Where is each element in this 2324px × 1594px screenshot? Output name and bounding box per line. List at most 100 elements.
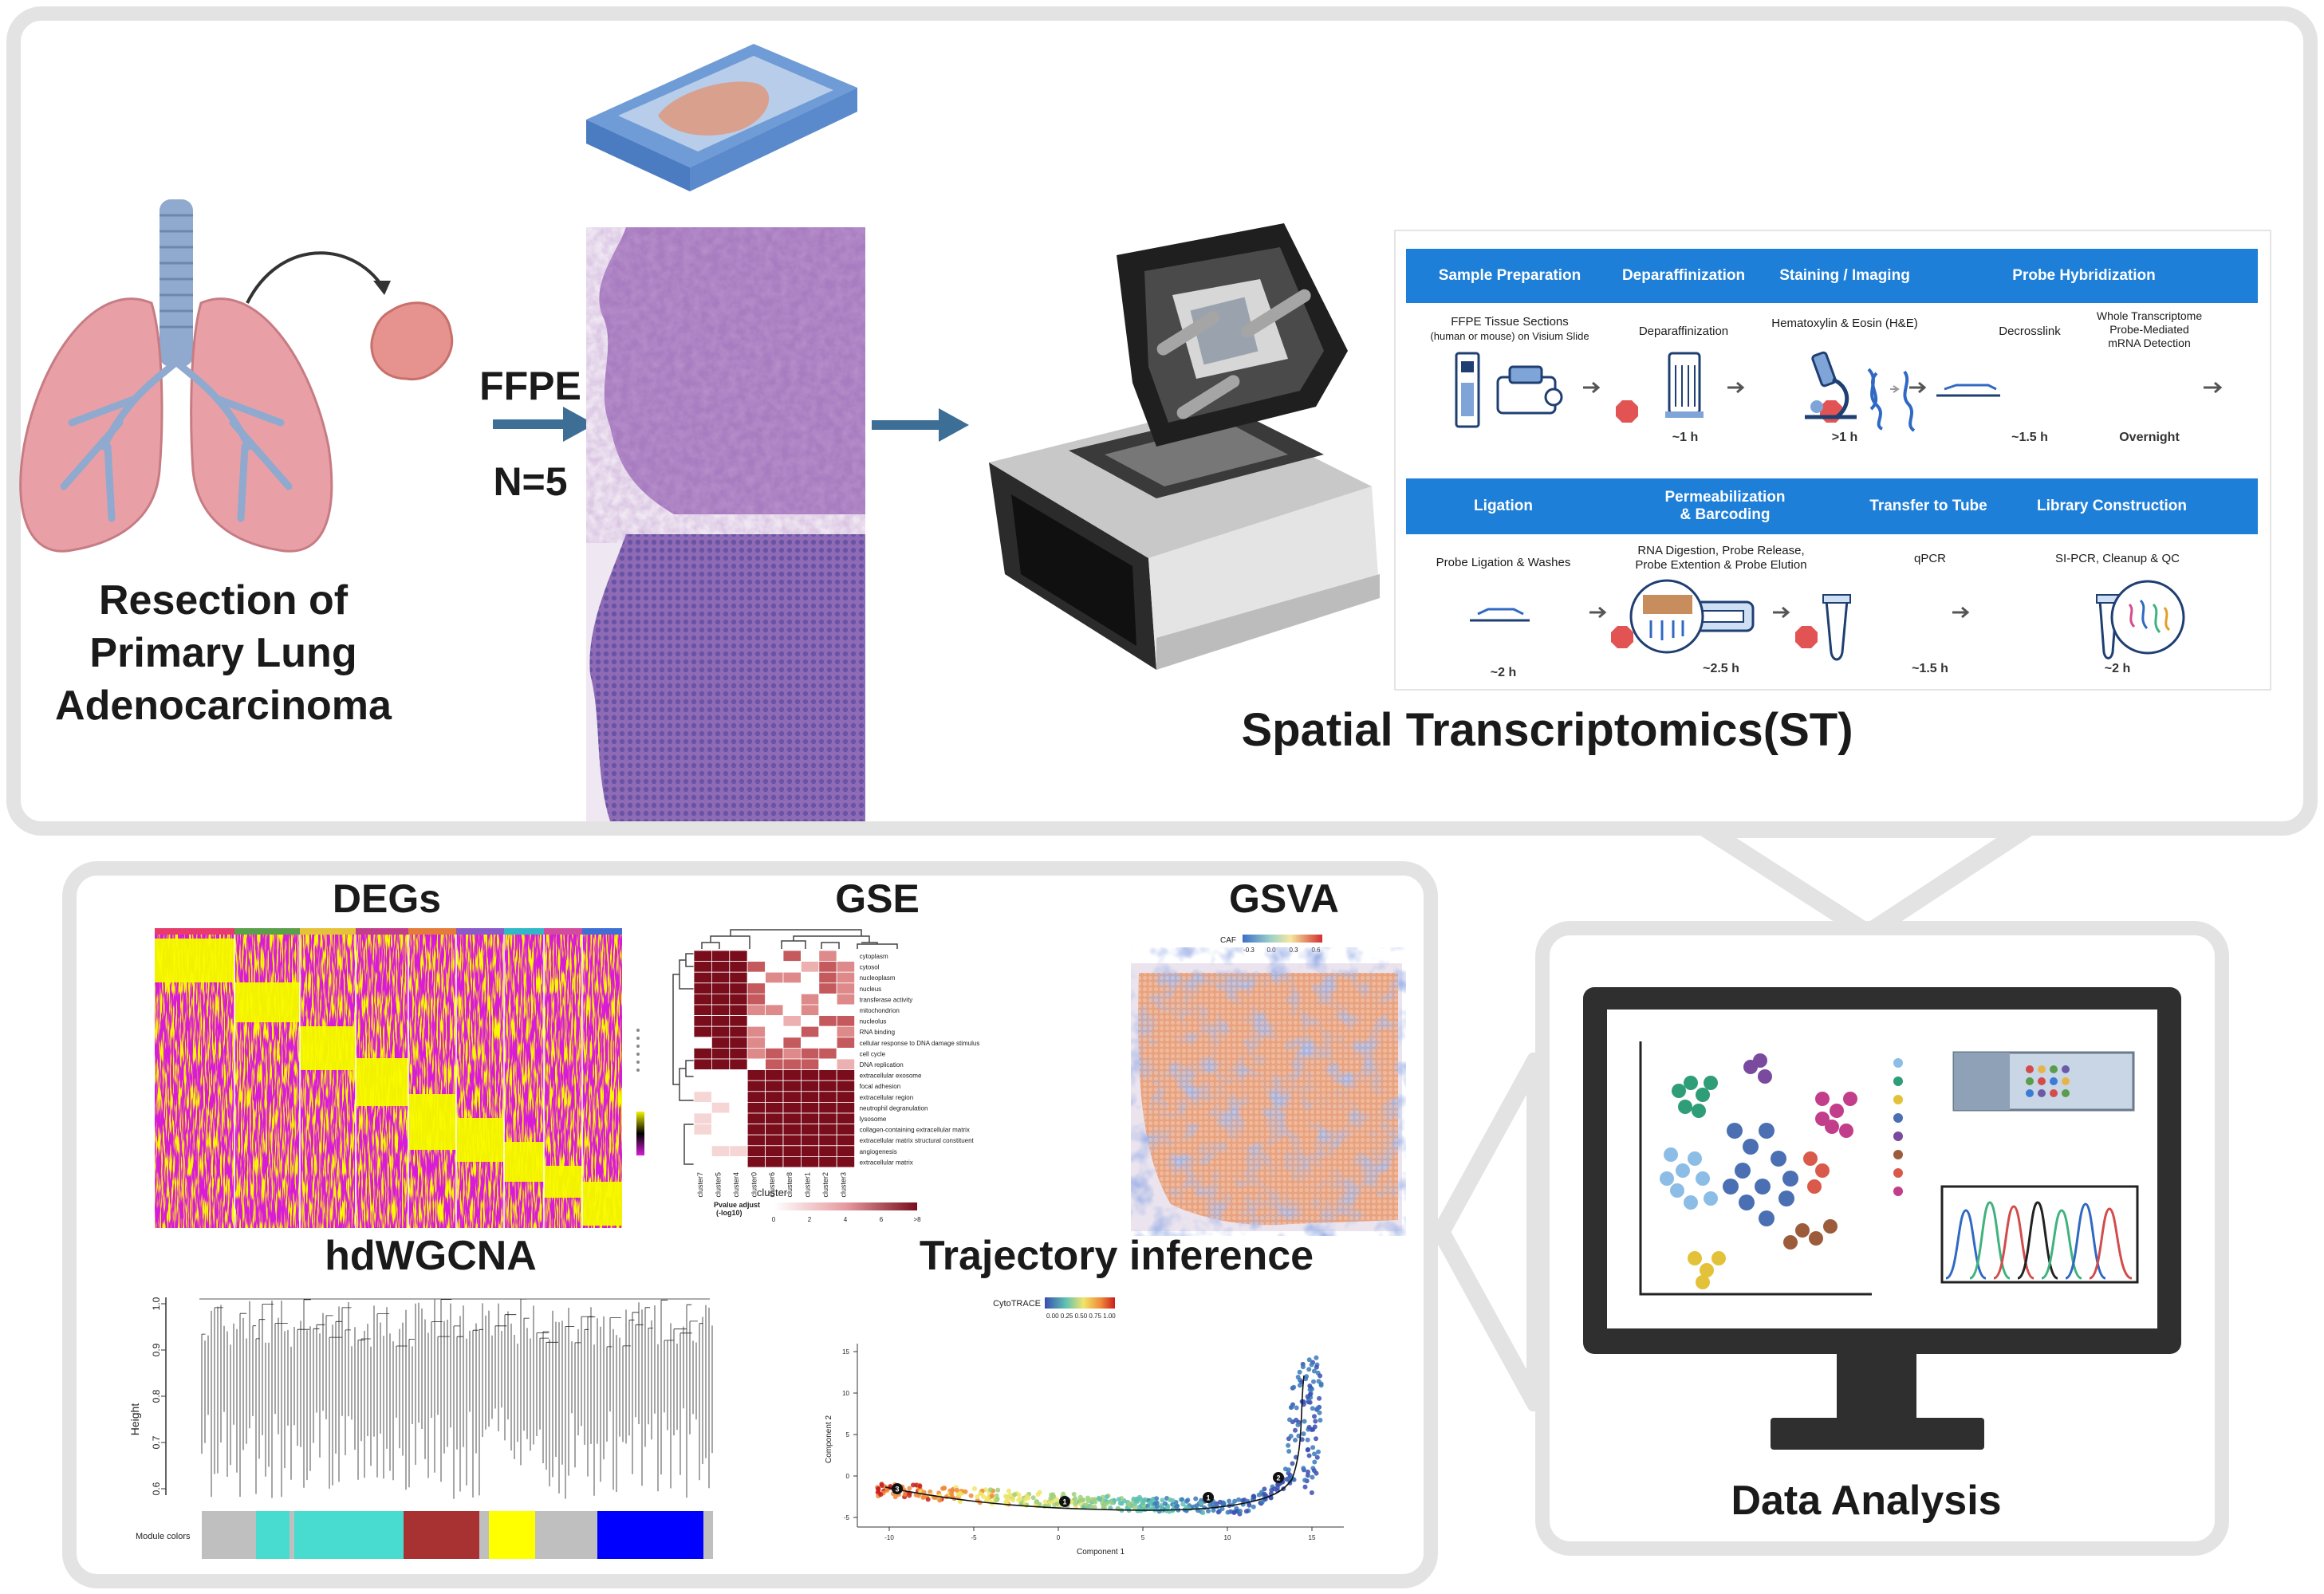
traj-y-tick-label: 5 xyxy=(846,1431,850,1439)
gse-term-label: lysosome xyxy=(860,1116,887,1123)
gse-cell xyxy=(746,994,766,1006)
time-hybridization: Overnight xyxy=(2119,431,2180,444)
traj-point xyxy=(972,1486,977,1491)
traj-point xyxy=(1089,1504,1094,1509)
traj-point xyxy=(1048,1496,1054,1501)
wgcna-dendrogram: Height 1.00.90.80.70.6 Module colors xyxy=(128,1297,713,1559)
resection-title: Resection of Primary Lung Adenocarcinoma xyxy=(32,574,415,732)
traj-point xyxy=(1275,1482,1280,1487)
microtome-icon xyxy=(1496,365,1563,415)
gse-cell xyxy=(711,971,731,984)
traj-point xyxy=(1047,1500,1053,1505)
traj-point xyxy=(1200,1510,1206,1516)
right-lung xyxy=(190,297,333,553)
traj-point xyxy=(879,1483,884,1488)
step-sipcr: SI-PCR, Cleanup & QC xyxy=(2055,552,2180,565)
step-he-staining: Hematoxylin & Eosin (H&E) xyxy=(1771,317,1918,330)
degs-title: DEGs xyxy=(332,876,442,921)
to-instrument-arrow-icon xyxy=(872,408,969,442)
step-qpcr: qPCR xyxy=(1913,552,1947,565)
traj-point xyxy=(1085,1498,1091,1504)
gse-cell xyxy=(818,971,837,984)
gse-term-label: cell cycle xyxy=(860,1050,886,1057)
gse-cluster-label: cluster4 xyxy=(732,1172,740,1198)
gse-cell xyxy=(782,1004,802,1017)
gse-cell xyxy=(818,1155,837,1168)
gse-cell xyxy=(693,1134,712,1147)
connector-arrow-left xyxy=(1432,1053,1544,1411)
gse-cell xyxy=(800,1155,820,1168)
gse-cell xyxy=(746,1091,766,1103)
traj-point xyxy=(1184,1498,1189,1504)
visium-slide-mini xyxy=(1952,1051,2135,1112)
gse-cells xyxy=(693,950,855,1168)
traj-point xyxy=(1073,1502,1078,1506)
gse-term-label: nucleus xyxy=(860,986,882,993)
traj-point xyxy=(957,1490,963,1496)
gse-cell xyxy=(800,1037,820,1049)
traj-point xyxy=(1005,1495,1010,1501)
traj-point xyxy=(1306,1424,1312,1430)
gse-term-label: nucleolus xyxy=(860,1018,887,1025)
data-analysis-title: Data Analysis xyxy=(1731,1478,2002,1524)
stop-sign-icon xyxy=(1611,626,1818,648)
wgcna-y-tick-label: 0.9 xyxy=(151,1343,162,1356)
traj-point xyxy=(1150,1497,1156,1502)
connector-arrow-down xyxy=(1699,821,2034,941)
traj-point xyxy=(987,1487,993,1493)
traj-point xyxy=(1314,1454,1320,1460)
gse-term-label: nucleoplasm xyxy=(860,974,896,982)
traj-point xyxy=(1318,1383,1324,1388)
gse-cell xyxy=(800,1069,820,1081)
gse-cell xyxy=(711,1124,731,1135)
gse-cell xyxy=(746,1155,766,1168)
header-sample-preparation: Sample Preparation xyxy=(1438,267,1582,284)
traj-point xyxy=(1318,1373,1323,1379)
gse-cell xyxy=(729,1134,748,1147)
traj-point xyxy=(1170,1498,1176,1503)
traj-point xyxy=(1243,1509,1249,1514)
gse-cell xyxy=(782,1025,802,1038)
probe-icon xyxy=(1867,368,1916,432)
traj-x-tick-label: 0 xyxy=(1057,1534,1061,1541)
library-tube-icon xyxy=(2096,580,2185,659)
gse-term-label: extracellular matrix xyxy=(860,1159,913,1166)
gse-term-label: transferase activity xyxy=(860,996,913,1003)
ffpe-label: FFPE xyxy=(479,364,581,408)
traj-point xyxy=(1309,1362,1314,1368)
traj-point xyxy=(1314,1470,1319,1476)
ligation-icon xyxy=(1470,608,1530,622)
header-staining-imaging: Staining / Imaging xyxy=(1779,267,1910,284)
gse-cell xyxy=(818,1037,837,1049)
trajectory-title: Trajectory inference xyxy=(919,1233,1314,1279)
gse-cell xyxy=(836,1080,855,1092)
traj-y-tick-label: 10 xyxy=(842,1390,849,1397)
gse-cell xyxy=(818,1101,837,1114)
traj-point xyxy=(1293,1427,1298,1433)
gse-cell xyxy=(711,1112,731,1125)
gse-cell xyxy=(693,994,712,1006)
gse-cell xyxy=(765,1145,784,1157)
header-transfer-to-tube: Transfer to Tube xyxy=(1869,498,1987,514)
traj-node xyxy=(1059,1496,1070,1507)
traj-point xyxy=(1097,1497,1102,1502)
traj-point xyxy=(1251,1504,1256,1509)
step-rna-line-1: RNA Digestion, Probe Release, xyxy=(1637,544,1805,557)
gse-cell xyxy=(765,1004,784,1017)
gse-cell xyxy=(711,1091,731,1103)
gse-cell xyxy=(693,1069,712,1081)
gse-cluster-label: cluster2 xyxy=(821,1172,829,1198)
gse-cell xyxy=(836,1037,855,1049)
gse-cell xyxy=(836,1015,855,1027)
gse-legend-tick: 4 xyxy=(844,1216,848,1223)
traj-point xyxy=(1305,1437,1310,1442)
traj-point xyxy=(1221,1502,1227,1507)
gse-cell xyxy=(711,1025,731,1038)
gse-cell xyxy=(693,1155,712,1168)
traj-node-label: 2 xyxy=(1276,1474,1280,1482)
gse-cell xyxy=(818,1069,837,1081)
traj-point xyxy=(1012,1492,1018,1498)
step-wt-line-2: Probe-Mediated xyxy=(2109,323,2189,336)
stop-sign-icon xyxy=(1616,400,1842,423)
